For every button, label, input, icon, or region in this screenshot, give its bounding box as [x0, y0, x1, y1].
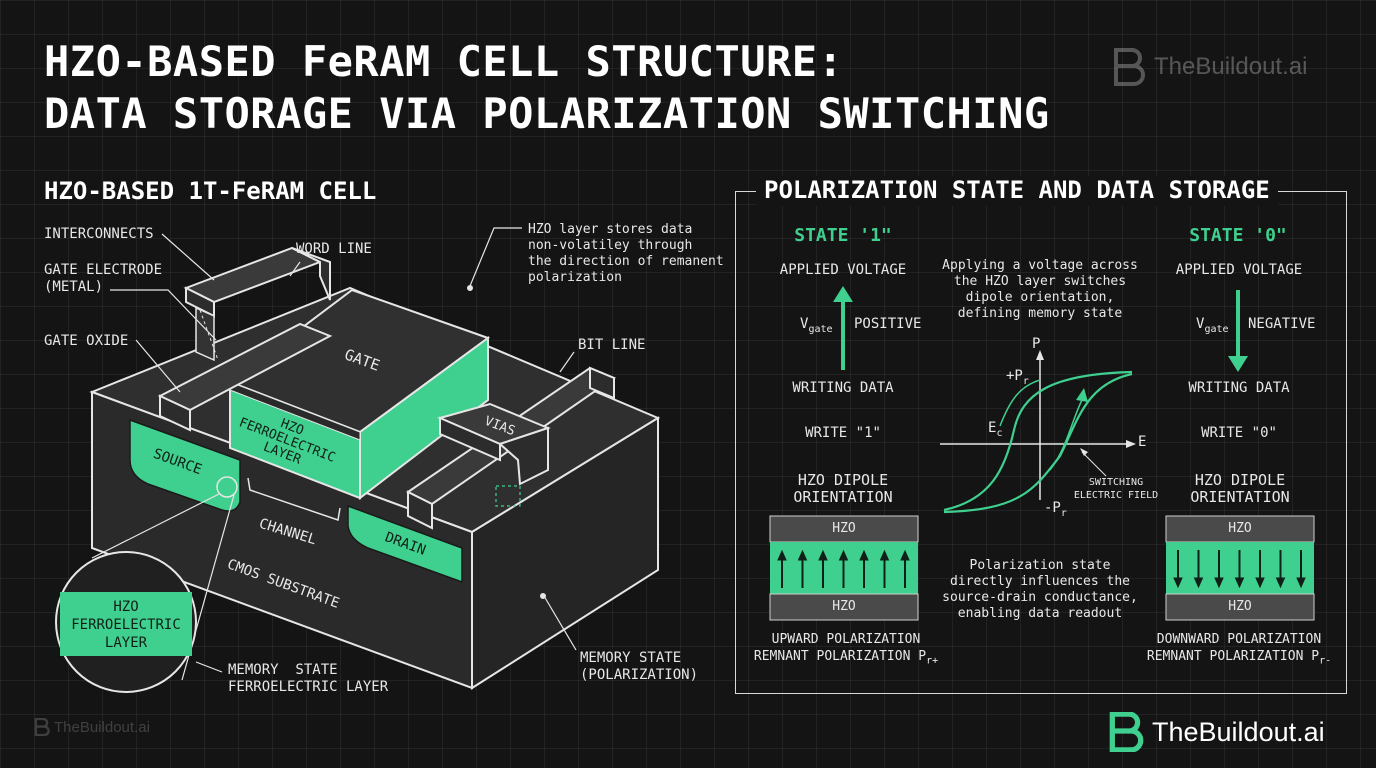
dipole-up-arrow-icon [900, 549, 910, 561]
label-word-line: WORD LINE [296, 241, 372, 257]
dipole-up-arrow-icon [879, 549, 890, 561]
center-note-top: Applying a voltage across the HZO layer … [942, 258, 1138, 321]
title-line-2: DATA STORAGE VIA POLARIZATION SWITCHING [44, 89, 1050, 138]
source-region [129, 418, 241, 512]
label-memory-state-polarization: MEMORY STATE (POLARIZATION) [580, 650, 699, 683]
state-0-writing: WRITING DATA [1188, 380, 1290, 396]
label-bit-line: BIT LINE [578, 337, 646, 353]
label-gate-oxide: GATE OXIDE [44, 333, 129, 349]
hzo-box-1-top [769, 515, 919, 543]
state-0-applied: APPLIED VOLTAGE [1175, 262, 1303, 278]
loop-p-label: P [1032, 336, 1041, 352]
hzo-box-1-bot [769, 593, 919, 621]
state-0-hzo-bottom: HZO [1228, 599, 1252, 614]
brand-watermark-name: TheBuildout.ai [54, 718, 150, 736]
loop-e-label: E [1138, 434, 1147, 450]
page-title: HZO-BASED FeRAM CELL STRUCTURE: DATA STO… [44, 36, 1050, 140]
gate-oxide-post [195, 306, 215, 362]
title-line-1: HZO-BASED FeRAM CELL STRUCTURE: [44, 37, 844, 86]
hzo-side [359, 336, 489, 501]
state-1-applied: APPLIED VOLTAGE [779, 262, 907, 278]
loop-switching-label: SWITCHING ELECTRIC FIELD [1073, 477, 1159, 501]
state-1-polarity: POSITIVE [854, 316, 922, 332]
center-note-bottom: Polarization state directly influences t… [942, 558, 1138, 621]
state-1-caption: UPWARD POLARIZATION REMNANT POLARIZATION… [753, 632, 939, 667]
brand-b-icon [34, 718, 50, 736]
brand-b-icon [1109, 712, 1144, 752]
loop-pr-pos: +Pr [1006, 368, 1029, 387]
substrate-side [471, 416, 659, 690]
state-0-dipole: HZO DIPOLE ORIENTATION [1190, 471, 1290, 506]
bit-line-front [407, 490, 433, 530]
drain-region [347, 504, 463, 584]
state-1-title: STATE '1" [794, 225, 892, 246]
loop-pr-neg: -Pr [1044, 500, 1067, 519]
dipole-down-arrow-icon [1234, 577, 1245, 589]
arrow-down-icon [1228, 356, 1248, 372]
hysteresis-lower [943, 372, 1133, 514]
gate-electrode-arm-front [159, 394, 191, 432]
state-1-hzo-top: HZO [832, 521, 856, 536]
dipole-up-arrow-icon [838, 549, 849, 561]
state-0-caption: DOWNWARD POLARIZATION REMNANT POLARIZATI… [1146, 632, 1332, 667]
state-0-vgate: Vgate [1196, 316, 1229, 335]
brand-logo-top: TheBuildout.ai [1112, 48, 1307, 86]
dipole-down-arrow-icon [1275, 577, 1286, 589]
dipole-up-arrow-icon [818, 549, 828, 561]
dipole-down-arrow-icon [1193, 577, 1204, 589]
state-1-write: WRITE "1" [805, 425, 881, 441]
state-1-vgate: Vgate [800, 316, 833, 335]
zoom-hzo-label: HZO FERROELECTRIC LAYER [71, 599, 181, 651]
channel-bracket [247, 477, 341, 521]
hysteresis-upper [943, 370, 1133, 512]
zoom-ring-small [216, 476, 238, 498]
state-0-title: STATE '0" [1189, 225, 1287, 246]
arrow-up-icon [833, 286, 853, 302]
cell-heading: HZO-BASED 1T-FeRAM CELL [44, 177, 377, 205]
brand-name-bottom: TheBuildout.ai [1152, 716, 1325, 747]
word-line-right [291, 247, 331, 301]
state-0-polarity: NEGATIVE [1248, 316, 1316, 332]
loop-ec: Ec [988, 420, 1003, 439]
state-1-hzo-bottom: HZO [832, 599, 856, 614]
label-gate-electrode: GATE ELECTRODE (METAL) [44, 262, 163, 295]
dipole-down-arrow-icon [1255, 577, 1265, 589]
dipole-up-arrow-icon [797, 549, 808, 561]
panel-heading: POLARIZATION STATE AND DATA STORAGE [764, 176, 1270, 204]
brand-logo-bottom: TheBuildout.ai [1108, 712, 1325, 752]
dipole-up-arrow-icon [777, 549, 787, 561]
dipole-up-arrow-icon [859, 549, 869, 561]
dipoles-up [777, 549, 910, 588]
zoom-hzo-band [60, 592, 192, 656]
dipole-down-arrow-icon [1296, 577, 1306, 589]
panel-heading-bg: POLARIZATION STATE AND DATA STORAGE [756, 176, 1278, 206]
state-1-dipole: HZO DIPOLE ORIENTATION [793, 471, 893, 506]
hzo-box-0-top [1165, 515, 1315, 543]
hzo-storage-note: HZO layer stores data non-volatiley thro… [528, 222, 724, 285]
brand-name: TheBuildout.ai [1154, 53, 1308, 80]
dipole-down-arrow-icon [1173, 577, 1183, 589]
vias-front [439, 416, 501, 462]
state-0-hzo-top: HZO [1228, 521, 1252, 536]
label-memory-state-layer: MEMORY STATE FERROELECTRIC LAYER [228, 662, 389, 695]
brand-b-icon [1114, 48, 1145, 86]
vias-post [498, 426, 549, 486]
hzo-box-0-bot [1165, 593, 1315, 621]
vias-dashed [495, 485, 521, 507]
dipole-down-arrow-icon [1214, 577, 1224, 589]
state-0-write: WRITE "0" [1201, 425, 1277, 441]
label-interconnects: INTERCONNECTS [44, 226, 154, 242]
bit-line-end [589, 366, 615, 400]
state-1-writing: WRITING DATA [792, 380, 894, 396]
brand-watermark: TheBuildout.ai [34, 718, 150, 736]
dipoles-down [1173, 550, 1306, 589]
